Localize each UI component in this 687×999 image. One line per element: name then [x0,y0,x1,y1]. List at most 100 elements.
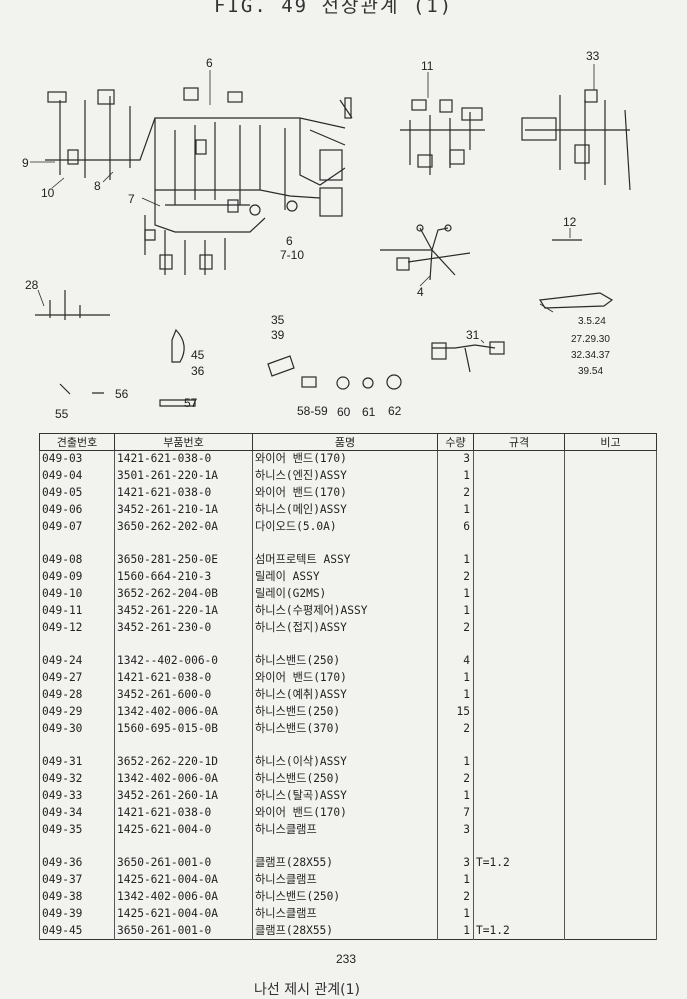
header-remarks: 비고 [564,433,657,451]
callout-8: 8 [94,179,101,193]
cell-spec [473,501,565,519]
cell-part-no: 3650-261-001-0 [114,854,253,872]
cell-spec [473,703,565,721]
group-spacer [39,837,657,855]
cell-remarks [564,854,657,872]
callout-4: 4 [417,285,424,299]
cell-remarks [564,922,657,940]
cell-ref-no: 049-39 [39,905,115,923]
callout-45: 45 [191,348,205,362]
spacer-cell [252,534,438,552]
cell-remarks [564,568,657,586]
cell-remarks [564,821,657,838]
figure-title: FIG. 49 전장관계 (1) [214,0,454,17]
cell-ref-no: 049-27 [39,669,115,687]
callout-56: 56 [115,387,129,401]
cell-ref-no: 049-09 [39,568,115,586]
cell-spec [473,602,565,620]
cell-ref-no: 049-06 [39,501,115,519]
cell-remarks [564,652,657,670]
header-part-name: 품명 [252,433,438,451]
cell-spec [473,467,565,485]
table-header-row: 견출번호 부품번호 품명 수량 규격 비고 [39,433,657,451]
header-qty: 수량 [437,433,474,451]
callout-28: 28 [25,278,39,292]
spacer-cell [473,635,565,653]
cell-part-name: 와이어 밴드(170) [252,450,438,468]
cell-qty: 1 [437,602,474,620]
spacer-cell [114,534,253,552]
footer-title-cut: 나선 제시 관계(1) [254,982,361,998]
cell-qty: 1 [437,686,474,704]
cell-qty: 7 [437,804,474,822]
callout-31: 31 [466,328,480,342]
spacer-cell [473,837,565,855]
callout-57: 57 [184,396,198,410]
callout-32-34-37: 32.34.37 [571,350,610,361]
callout-9: 9 [22,156,29,170]
page-number: 233 [336,952,357,966]
cell-part-no: 1421-621-038-0 [114,804,253,822]
cell-qty: 1 [437,585,474,603]
cell-part-no: 1342--402-006-0 [114,652,253,670]
spacer-cell [437,736,474,754]
cell-part-no: 3652-262-204-0B [114,585,253,603]
header-part-no: 부품번호 [114,433,253,451]
cell-part-name: 클램프(28X55) [252,922,438,940]
cell-spec [473,450,565,468]
upper-right-harness-drawing [400,89,631,191]
spacer-cell [252,635,438,653]
cell-ref-no: 049-33 [39,787,115,805]
spacer-cell [39,736,115,754]
cell-remarks [564,787,657,805]
cell-ref-no: 049-36 [39,854,115,872]
cell-spec: T=1.2 [473,922,565,940]
spacer-cell [564,837,657,855]
cell-part-name: 하니스클램프 [252,905,438,923]
callout-55: 55 [55,407,69,421]
cell-qty: 3 [437,854,474,872]
cell-ref-no: 049-12 [39,619,115,636]
cell-part-no: 3452-261-230-0 [114,619,253,636]
cell-qty: 2 [437,484,474,502]
cell-qty: 1 [437,669,474,687]
cell-part-no: 1560-695-015-0B [114,720,253,737]
cell-part-no: 1342-402-006-0A [114,703,253,721]
cell-spec [473,753,565,771]
cell-spec [473,871,565,889]
cell-spec [473,551,565,569]
cell-part-name: 하니스(접지)ASSY [252,619,438,636]
cell-remarks [564,770,657,788]
callout-10: 10 [41,186,55,200]
spacer-cell [437,837,474,855]
callout-58-59: 58-59 [297,404,328,418]
cell-spec: T=1.2 [473,854,565,872]
cell-qty: 1 [437,467,474,485]
cell-part-name: 하니스(이삭)ASSY [252,753,438,771]
cell-remarks [564,585,657,603]
spacer-cell [252,837,438,855]
cell-ref-no: 049-10 [39,585,115,603]
cell-part-no: 1425-621-004-0A [114,871,253,889]
callout-3-5-24: 3.5.24 [578,316,606,327]
callout-leaders [30,64,595,344]
cell-ref-no: 049-45 [39,922,115,940]
group-spacer [39,534,657,552]
spacer-cell [473,736,565,754]
spacer-cell [437,534,474,552]
cell-part-no: 3452-261-220-1A [114,602,253,620]
cell-spec [473,619,565,636]
cell-remarks [564,518,657,535]
cell-qty: 1 [437,922,474,940]
cell-remarks [564,703,657,721]
